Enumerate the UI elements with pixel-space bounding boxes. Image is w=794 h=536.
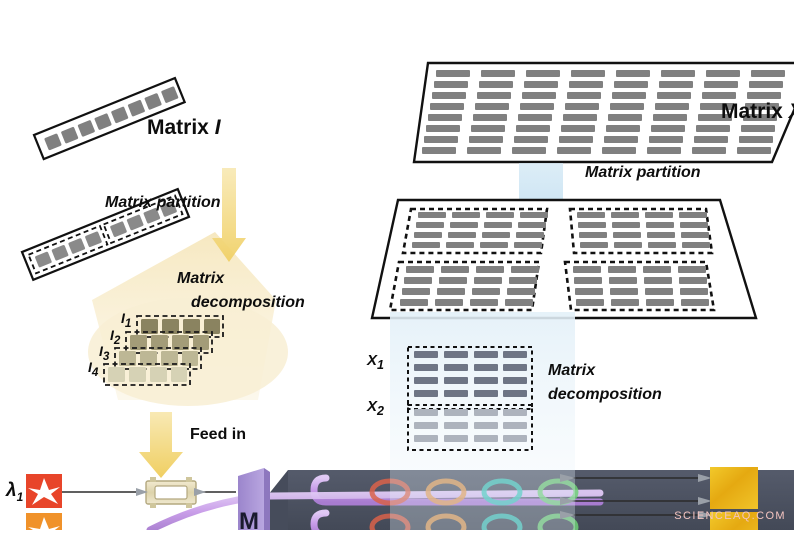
matrix-i-decomposed-rows <box>103 315 224 386</box>
partition-block-3 <box>388 260 541 312</box>
matrix-i-symbol: I <box>214 116 221 139</box>
block-label-x1: X1 <box>367 352 384 372</box>
x2-block-outline <box>407 404 533 451</box>
decomposed-row-i4 <box>103 363 191 386</box>
mux-element <box>238 468 270 530</box>
feed-in-label: Feed in <box>190 426 247 443</box>
decomposed-row-i3 <box>114 347 202 370</box>
matrix-i-title: Matrix I <box>147 116 221 139</box>
x1-cells <box>414 351 527 397</box>
decomposed-row-i2 <box>125 331 213 354</box>
matrix-x-title: Matrix X <box>721 100 794 124</box>
x1-block-outline <box>407 346 533 410</box>
detector-wires <box>560 474 712 519</box>
left-partition-label: Matrix partition <box>105 194 221 211</box>
decomposed-row-i1 <box>136 315 224 338</box>
optical-modulator <box>136 477 236 508</box>
watermark: SCIENCEAQ.COM <box>674 510 786 522</box>
partition-block-2 <box>568 207 714 255</box>
matrix-x-decomposed-blocks <box>407 346 533 451</box>
right-partition-label: Matrix partition <box>585 164 701 181</box>
left-decomposition-label-line2: decomposition <box>191 294 305 311</box>
microring-row-2 <box>369 513 579 530</box>
matrix-x-symbol: X <box>789 100 794 123</box>
partition-block-4 <box>563 260 716 312</box>
matrix-i-partitioned-strip <box>20 187 191 282</box>
partition-block-1 <box>401 207 549 255</box>
row-label-i3: I3 <box>99 343 110 363</box>
block-label-x2: X2 <box>367 398 384 418</box>
mux-label: M <box>239 508 259 535</box>
photodetectors <box>710 467 758 530</box>
laser-source-row-1 <box>26 474 140 508</box>
left-decomposition-label-line1: Matrix <box>177 270 225 287</box>
row-label-i4: I4 <box>88 359 99 379</box>
left-partition-arrow <box>212 168 246 262</box>
feed-in-arrow <box>139 412 183 478</box>
x2-cells <box>414 409 527 442</box>
right-decomposition-label-line1: Matrix <box>548 362 596 379</box>
matrix-i-strip <box>32 76 187 161</box>
row-label-i2: I2 <box>110 327 121 347</box>
laser-source-row-2 <box>26 513 62 530</box>
matrix-x-partitioned-plate <box>370 198 758 320</box>
matrix-x-plate <box>412 61 794 164</box>
row-label-i1: I1 <box>121 310 132 330</box>
laser-label-lambda1: λ1 <box>6 480 24 504</box>
right-decomposition-label-line2: decomposition <box>548 386 662 403</box>
microring-row-1 <box>369 478 579 506</box>
